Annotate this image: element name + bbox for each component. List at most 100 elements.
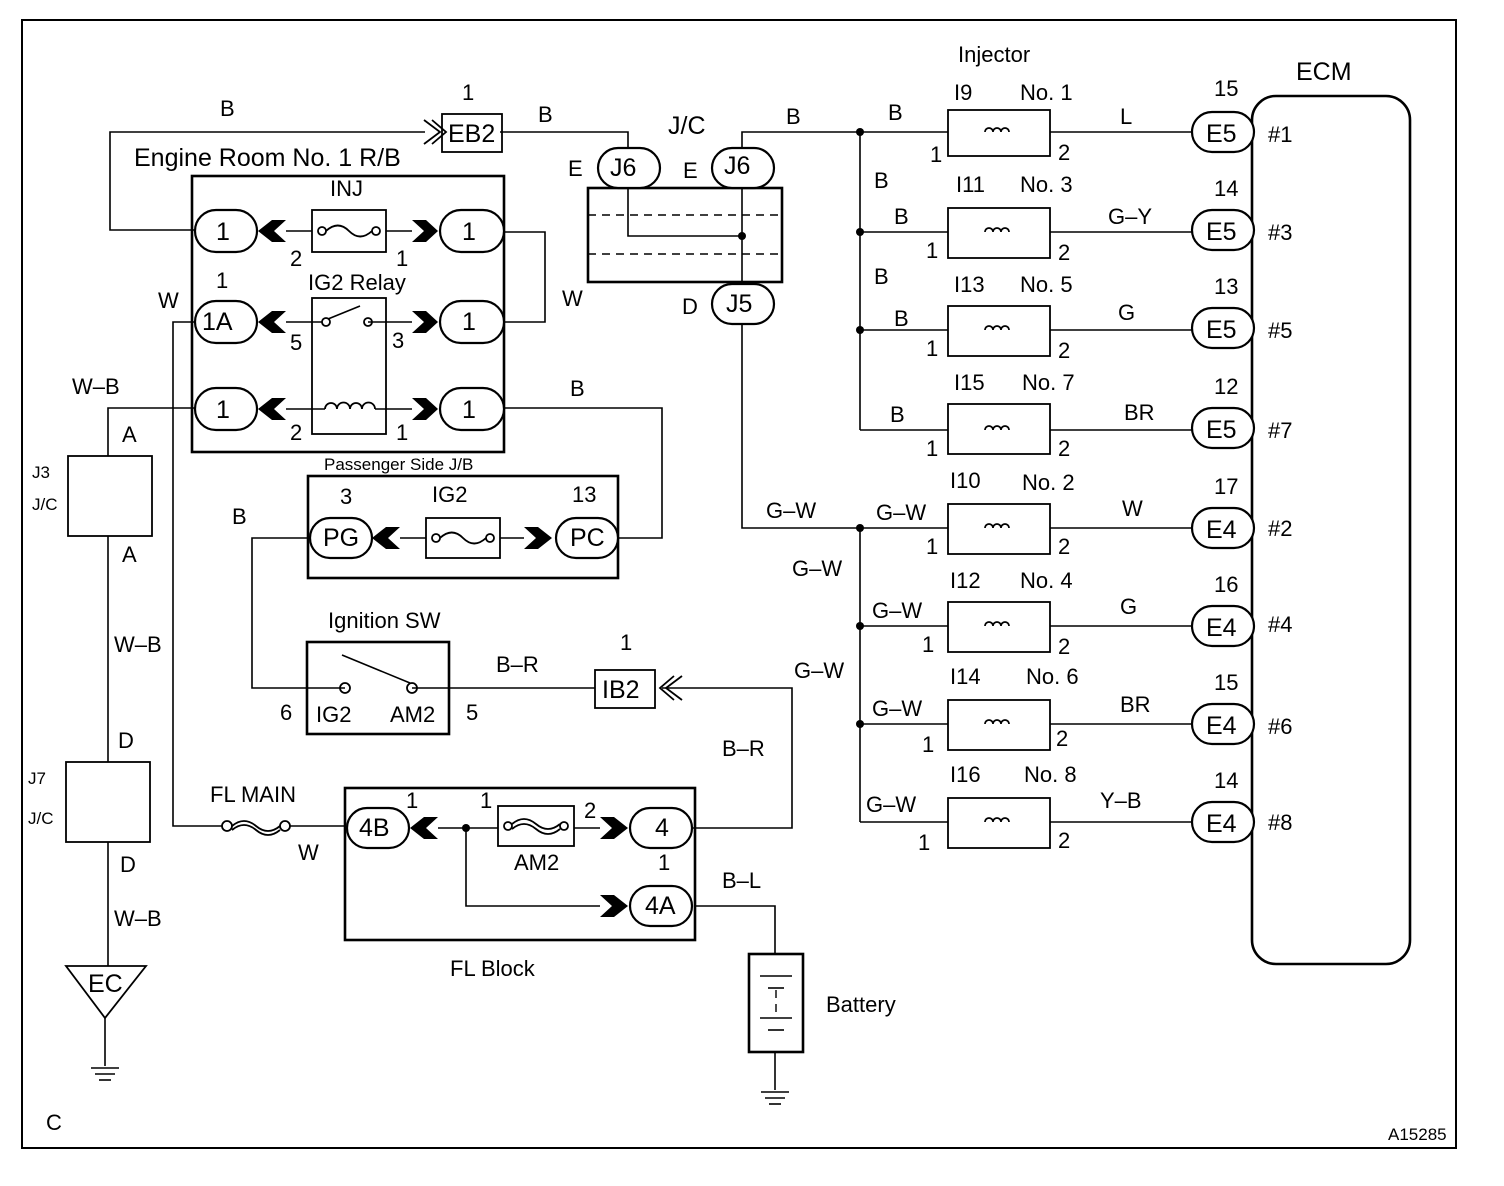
svg-text:1: 1 bbox=[926, 534, 938, 559]
svg-text:#8: #8 bbox=[1268, 810, 1292, 835]
svg-text:J6: J6 bbox=[610, 154, 636, 182]
ecm-connector bbox=[1190, 702, 1256, 746]
injector-row: G–W I12 No. 4 1 2 G E4 16 #4 bbox=[872, 568, 1292, 659]
svg-text:15: 15 bbox=[1214, 76, 1238, 101]
svg-text:3: 3 bbox=[392, 328, 404, 353]
wire-label-wb-relay: W–B bbox=[72, 374, 120, 399]
svg-text:G: G bbox=[1118, 300, 1135, 325]
frame-corner-label: C bbox=[46, 1110, 62, 1135]
wire-label-gw-bus-2: G–W bbox=[794, 658, 844, 683]
injector-coil bbox=[947, 305, 1051, 357]
svg-text:#3: #3 bbox=[1268, 220, 1292, 245]
injector-coil bbox=[947, 207, 1051, 259]
wire-label-w-1a: W bbox=[158, 288, 179, 313]
ecm-connector bbox=[1190, 110, 1256, 154]
svg-text:3: 3 bbox=[340, 484, 352, 509]
svg-text:J3: J3 bbox=[32, 463, 50, 482]
wire-label-b-bus-3: B bbox=[874, 264, 889, 289]
injector-row: G–W I10 No. 2 1 2 W E4 17 #2 bbox=[876, 468, 1292, 559]
svg-text:E4: E4 bbox=[1206, 712, 1237, 740]
svg-text:No. 1: No. 1 bbox=[1020, 80, 1073, 105]
svg-text:A: A bbox=[122, 422, 137, 447]
ecm-connector bbox=[1190, 506, 1256, 550]
svg-text:2: 2 bbox=[584, 798, 596, 823]
svg-text:1: 1 bbox=[922, 632, 934, 657]
injector-title: Injector bbox=[958, 42, 1030, 67]
svg-text:E5: E5 bbox=[1206, 316, 1237, 344]
junction-j7: D D J7 J/C bbox=[28, 728, 151, 877]
svg-text:I10: I10 bbox=[950, 468, 981, 493]
svg-text:15: 15 bbox=[1214, 670, 1238, 695]
injector-coil bbox=[947, 601, 1051, 653]
svg-text:IB2: IB2 bbox=[602, 676, 640, 704]
svg-text:G: G bbox=[1120, 594, 1137, 619]
svg-text:J/C: J/C bbox=[32, 495, 58, 514]
svg-text:5: 5 bbox=[466, 700, 478, 725]
wire-label-b-bus: B bbox=[786, 104, 801, 129]
fl-block: FL Block 4B 4 4A AM2 1 1 2 1 bbox=[343, 786, 697, 981]
svg-text:4: 4 bbox=[655, 814, 669, 842]
diagram-frame bbox=[21, 19, 1457, 1149]
injector-coil bbox=[947, 699, 1051, 751]
svg-text:FL Block: FL Block bbox=[450, 956, 536, 981]
svg-text:1: 1 bbox=[462, 218, 476, 246]
injector-coil bbox=[947, 109, 1051, 157]
svg-text:BR: BR bbox=[1120, 692, 1151, 717]
ecm-connector bbox=[1190, 604, 1256, 648]
wire-label-b-pg: B bbox=[232, 504, 247, 529]
svg-text:J/C: J/C bbox=[28, 809, 54, 828]
svg-text:IG2: IG2 bbox=[316, 702, 351, 727]
svg-text:E4: E4 bbox=[1206, 516, 1237, 544]
svg-text:A: A bbox=[122, 542, 137, 567]
svg-text:1: 1 bbox=[216, 218, 230, 246]
svg-text:E: E bbox=[568, 156, 583, 181]
svg-text:IG2 Relay: IG2 Relay bbox=[308, 270, 406, 295]
junction-j3: A A J3 J/C bbox=[32, 422, 153, 567]
ecm-label: ECM bbox=[1296, 58, 1352, 86]
injector-row: B I13 No. 5 1 2 G E5 13 #5 bbox=[894, 272, 1292, 363]
svg-text:1: 1 bbox=[462, 308, 476, 336]
wire-label-gw-j5: G–W bbox=[766, 498, 816, 523]
svg-text:1: 1 bbox=[396, 420, 408, 445]
svg-text:EC: EC bbox=[88, 970, 123, 998]
svg-text:D: D bbox=[682, 294, 698, 319]
svg-text:FL MAIN: FL MAIN bbox=[210, 782, 296, 807]
battery: Battery bbox=[747, 952, 896, 1105]
svg-text:G–W: G–W bbox=[876, 500, 926, 525]
svg-text:1: 1 bbox=[658, 850, 670, 875]
svg-text:2: 2 bbox=[1056, 726, 1068, 751]
svg-text:No. 6: No. 6 bbox=[1026, 664, 1079, 689]
svg-text:17: 17 bbox=[1214, 474, 1238, 499]
svg-text:2: 2 bbox=[1058, 634, 1070, 659]
svg-text:I13: I13 bbox=[954, 272, 985, 297]
svg-text:1: 1 bbox=[926, 336, 938, 361]
svg-text:No. 8: No. 8 bbox=[1024, 762, 1077, 787]
svg-text:W: W bbox=[1122, 496, 1143, 521]
svg-text:2: 2 bbox=[1058, 436, 1070, 461]
svg-text:2: 2 bbox=[1058, 240, 1070, 265]
svg-text:G–W: G–W bbox=[866, 792, 916, 817]
svg-text:No. 7: No. 7 bbox=[1022, 370, 1075, 395]
svg-text:1: 1 bbox=[462, 80, 474, 105]
svg-text:16: 16 bbox=[1214, 572, 1238, 597]
svg-text:1: 1 bbox=[918, 830, 930, 855]
svg-text:I12: I12 bbox=[950, 568, 981, 593]
injector-row: G–W I16 No. 8 1 2 Y–B E4 14 #8 bbox=[866, 762, 1292, 855]
svg-text:#5: #5 bbox=[1268, 318, 1292, 343]
svg-text:Engine Room No. 1 R/B: Engine Room No. 1 R/B bbox=[134, 144, 401, 172]
svg-text:B: B bbox=[888, 100, 903, 125]
svg-text:1: 1 bbox=[216, 396, 230, 424]
wire-label-br-ign: B–R bbox=[496, 652, 539, 677]
passenger-side-junction-block: Passenger Side J/B PG PC IG2 3 13 bbox=[306, 455, 620, 580]
svg-text:2: 2 bbox=[1058, 338, 1070, 363]
svg-text:J6: J6 bbox=[724, 152, 750, 180]
svg-text:BR: BR bbox=[1124, 400, 1155, 425]
svg-text:Ignition SW: Ignition SW bbox=[328, 608, 441, 633]
svg-text:1: 1 bbox=[930, 142, 942, 167]
svg-text:AM2: AM2 bbox=[514, 850, 559, 875]
ib2-connector: IB2 1 bbox=[594, 630, 683, 709]
svg-text:#1: #1 bbox=[1268, 122, 1292, 147]
injector-row: B I11 No. 3 1 2 G–Y E5 14 #3 bbox=[894, 172, 1292, 265]
svg-text:6: 6 bbox=[280, 700, 292, 725]
